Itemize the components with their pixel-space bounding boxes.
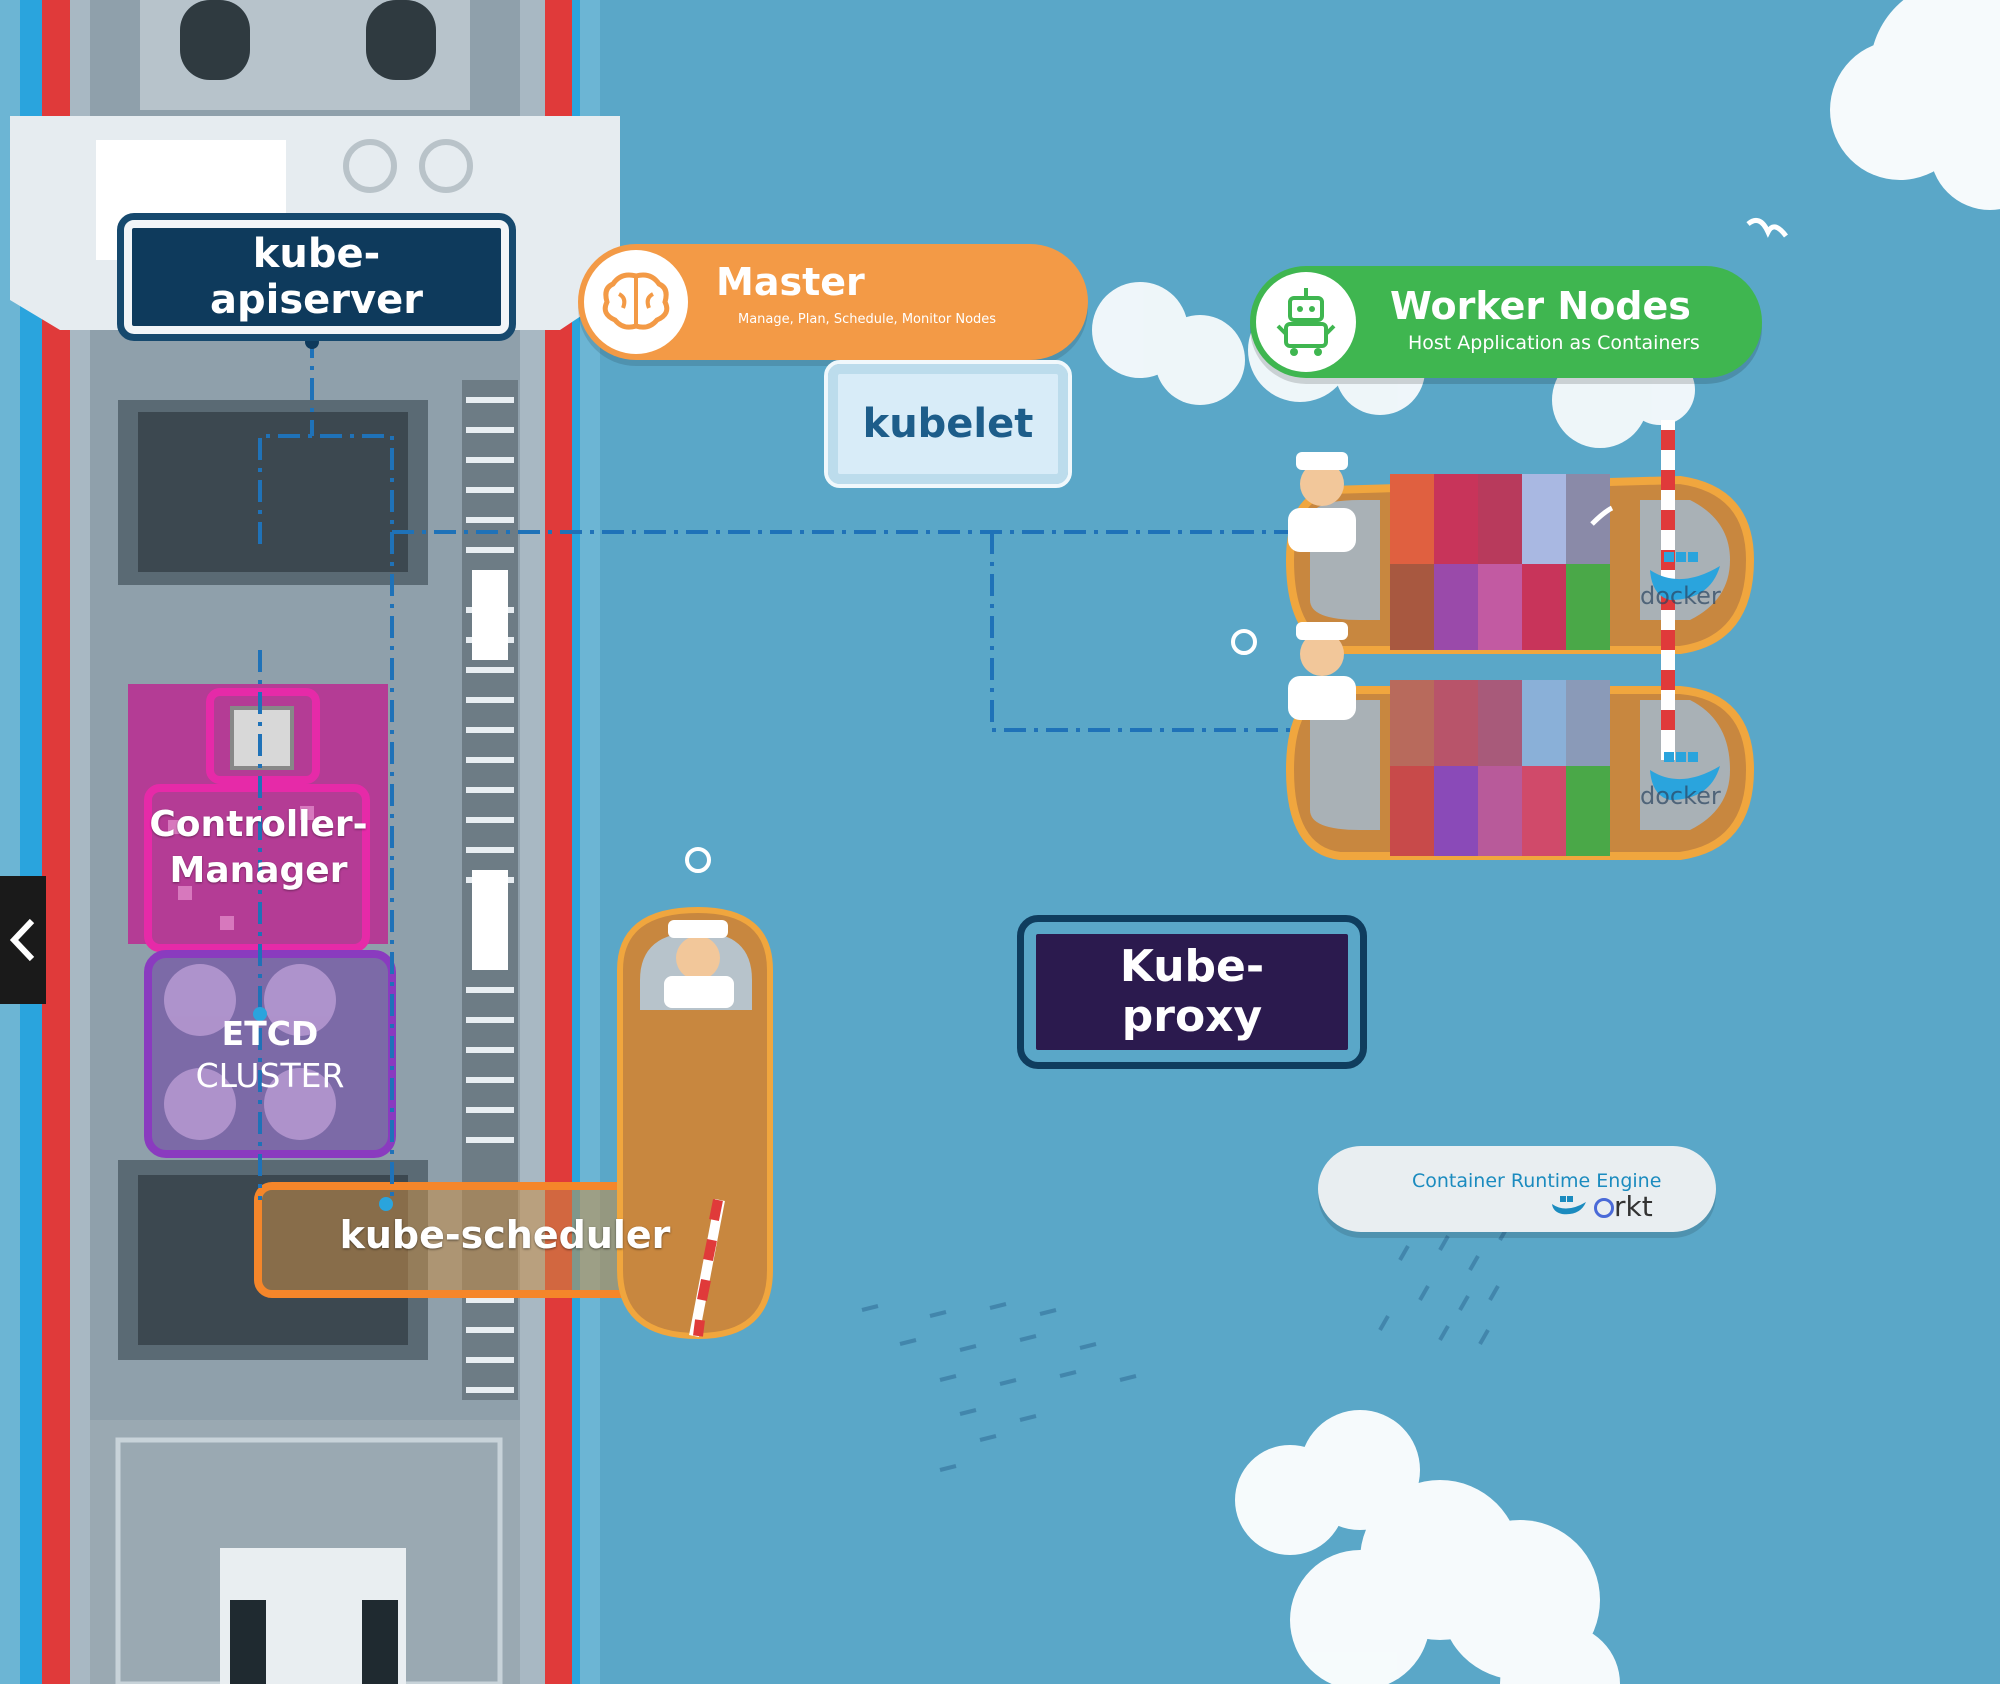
worker-ship-2 [1285, 680, 1755, 860]
brain-icon [584, 250, 688, 354]
container-runtime-engine-banner: Container Runtime Engine rkt [1318, 1146, 1716, 1232]
controller-manager-label: Controller-Manager [149, 804, 368, 891]
docker-whale-icon-1 [1650, 552, 1720, 600]
worker-nodes-banner: Worker Nodes Host Application as Contain… [1250, 266, 1762, 378]
docker-whale-icon [1552, 1196, 1586, 1215]
kube-apiserver-label: kube-apiserver [117, 213, 516, 341]
docker-whale-icon-2 [1650, 752, 1720, 800]
master-banner: Master Manage, Plan, Schedule, Monitor N… [578, 244, 1088, 360]
kubelet-label: kubelet [824, 360, 1072, 488]
tug-boat [617, 906, 773, 1340]
rkt-icon [1594, 1198, 1614, 1218]
rkt-label: rkt [1614, 1190, 1653, 1223]
kube-scheduler-label: kube-scheduler [339, 1213, 671, 1257]
chevron-left-icon [10, 918, 35, 962]
worker-nodes-title: Worker Nodes [1390, 284, 1691, 328]
master-ship [0, 0, 1300, 1684]
docker-label-ship-1: docker [1640, 582, 1721, 610]
previous-slide-button[interactable] [0, 876, 46, 1004]
captain-1 [1288, 452, 1356, 552]
cloud-bottom [1235, 1410, 1620, 1684]
captain-2 [1288, 622, 1356, 720]
etcd-label-line1: ETCD [221, 1014, 319, 1053]
worker-nodes-subtitle: Host Application as Containers [1408, 332, 1700, 354]
kube-proxy-label: Kube-proxy [1017, 915, 1367, 1069]
etcd-cluster-label: ETCD CLUSTER [150, 1010, 390, 1100]
cloud-top-right [1830, 0, 2000, 210]
master-subtitle: Manage, Plan, Schedule, Monitor Nodes [738, 312, 997, 327]
etcd-label-line2: CLUSTER [195, 1056, 345, 1095]
robot-icon [1256, 272, 1356, 372]
master-title: Master [716, 260, 865, 304]
container-runtime-title: Container Runtime Engine [1412, 1170, 1662, 1192]
docker-label-ship-2: docker [1640, 782, 1721, 810]
